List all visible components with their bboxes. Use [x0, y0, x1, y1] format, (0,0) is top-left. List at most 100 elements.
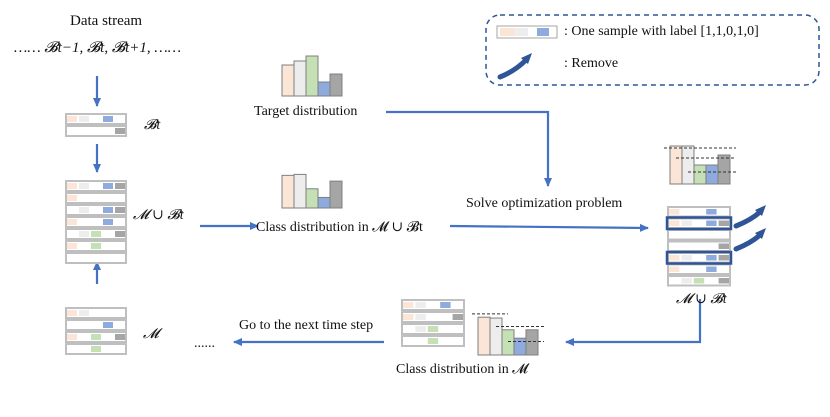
- dist-bar: [305, 55, 319, 97]
- label-cell: [103, 207, 113, 213]
- label-cell: [79, 231, 89, 237]
- label-cell: [115, 128, 125, 134]
- label-cell: [415, 326, 426, 332]
- label-cell: [706, 220, 717, 226]
- dist-bar: [693, 164, 707, 185]
- arrow-target-to-solve: [386, 110, 552, 187]
- data-stream-sequence: …… 𝓑t−1, 𝓑t, 𝓑t+1, ……: [14, 40, 182, 56]
- flow-arrows: [93, 76, 702, 346]
- label-cell: [669, 255, 680, 261]
- ellipsis-label: ......: [194, 336, 215, 351]
- label-cell: [452, 314, 463, 320]
- label-cell: [415, 314, 426, 320]
- dist-bar: [293, 60, 307, 97]
- dist-bar: [477, 316, 491, 356]
- label-cell: [669, 220, 680, 226]
- label-cell: [403, 302, 414, 308]
- next-time-step-label: Go to the next time step: [239, 318, 374, 333]
- dist-bar: [681, 145, 695, 185]
- label-cell: [706, 209, 717, 215]
- label-cell: [79, 183, 89, 189]
- label-cell: [67, 195, 77, 201]
- union-table: [65, 180, 127, 264]
- label-cell: [91, 334, 101, 340]
- sample-row: [65, 319, 127, 331]
- dist-bar: [501, 329, 515, 356]
- label-cell: [706, 266, 717, 272]
- arrow-result-to-memory: [565, 299, 702, 346]
- sample-row: [65, 180, 127, 192]
- label-cell: [91, 243, 101, 249]
- legend-remove-text: : Remove: [564, 56, 619, 71]
- label-cell: [669, 209, 680, 215]
- label-cell: [681, 278, 692, 284]
- sample-row: [401, 311, 465, 323]
- sample-row: [401, 299, 465, 311]
- m-label: 𝓜: [143, 327, 159, 342]
- dist-bar: [705, 164, 719, 185]
- legend-box: [485, 14, 820, 86]
- sample-row: [65, 307, 127, 319]
- class-distribution-memory-label: Class distribution in 𝓜: [396, 362, 528, 377]
- legend-sample-text: : One sample with label [1,1,0,1,0]: [564, 24, 759, 39]
- bt-label: 𝓑t: [144, 118, 161, 133]
- label-cell: [91, 346, 101, 352]
- arrow-classdist-to-result: [449, 223, 649, 232]
- label-cell: [67, 243, 77, 249]
- target-distribution-chart: [281, 55, 343, 97]
- label-cell: [103, 219, 113, 225]
- result-table: [665, 206, 733, 287]
- label-cell: [79, 116, 89, 122]
- remove-arrow-1: [733, 205, 766, 229]
- data-stream-title: Data stream: [70, 13, 143, 29]
- bt-table: [65, 113, 127, 137]
- dist-bar: [513, 337, 527, 356]
- sample-row: [667, 229, 731, 241]
- label-cell: [67, 219, 77, 225]
- dist-bar: [317, 81, 331, 97]
- label-cell: [115, 207, 125, 213]
- label-cell: [67, 334, 77, 340]
- memory-table: [65, 307, 127, 355]
- label-cell: [103, 183, 113, 189]
- legend-remove-arrow: [497, 53, 532, 80]
- label-cell: [681, 255, 692, 261]
- sample-row: [65, 125, 127, 137]
- legend-sample: [496, 25, 558, 39]
- dist-bar: [329, 180, 343, 209]
- class-distribution-union-chart: [281, 173, 343, 209]
- label-cell: [440, 302, 451, 308]
- sample-row: [65, 192, 127, 204]
- label-cell: [706, 255, 717, 261]
- solve-optimization-label: Solve optimization problem: [466, 196, 623, 211]
- result-distribution-chart: [664, 145, 736, 185]
- class-distribution-union-label: Class distribution in 𝓜 ∪ 𝓑t: [256, 220, 423, 235]
- label-cell: [115, 334, 125, 340]
- dist-bar: [329, 73, 343, 97]
- label-cell: [115, 183, 125, 189]
- label-cell: [403, 314, 414, 320]
- class-distribution-memory-chart: [472, 313, 544, 356]
- label-cell: [427, 326, 439, 332]
- dist-bar: [305, 188, 319, 209]
- dist-bar: [525, 329, 539, 356]
- result-union-label: 𝓜 ∪ 𝓑t: [676, 292, 727, 307]
- target-distribution-label: Target distribution: [254, 104, 358, 119]
- class-dist-memory-table: [401, 299, 465, 347]
- dist-bar: [293, 173, 307, 209]
- label-cell: [681, 220, 692, 226]
- label-cell: [415, 302, 426, 308]
- dist-bar: [281, 64, 295, 97]
- label-cell: [67, 183, 77, 189]
- sample-row: [65, 113, 127, 125]
- label-cell: [67, 310, 77, 316]
- label-cell: [79, 207, 89, 213]
- label-cell: [103, 322, 113, 328]
- label-cell: [67, 116, 77, 122]
- m-union-bt-label: 𝓜 ∪ 𝓑t: [133, 208, 184, 223]
- dist-bar: [717, 154, 731, 185]
- dist-bar: [317, 196, 331, 209]
- sample-row: [65, 216, 127, 228]
- label-cell: [718, 278, 729, 284]
